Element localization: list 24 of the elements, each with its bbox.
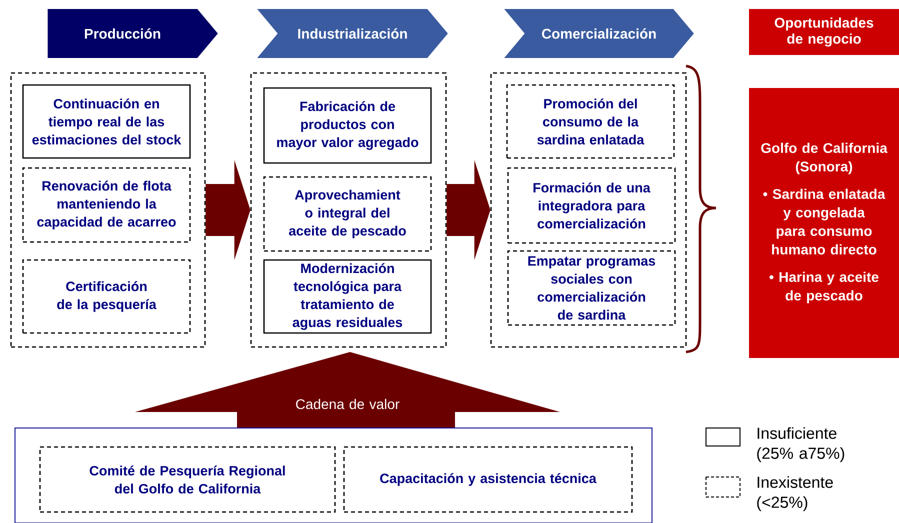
block-arrow bbox=[206, 160, 250, 260]
process-box: Aprovechamient o integral del aceite de pescado bbox=[263, 176, 432, 252]
process-box: Capacitación y asistencia técnica bbox=[343, 446, 633, 513]
header-box: Oportunidades de negocio bbox=[749, 9, 899, 55]
block-arrow bbox=[446, 160, 490, 260]
process-box: Fabricación de productos con mayor valor agregado bbox=[263, 87, 432, 164]
column-box bbox=[250, 72, 447, 348]
phase-banner: Comercialización bbox=[504, 9, 694, 58]
legend-label: Insuficiente (25% a75%) bbox=[757, 427, 844, 462]
process-box: Renovación de flota manteniendo la capacidad de acarreo bbox=[22, 167, 191, 243]
phase-banner: Industrialización bbox=[257, 9, 448, 58]
opportunity-box: Golfo de California (Sonora) • Sardina enlatada y congelada para consumo humano directo • Harina y aceite de pescado bbox=[749, 88, 899, 358]
legend-label: Inexistente (<25%) bbox=[757, 476, 833, 512]
process-box: Continuación en tiempo real de las estimaciones del stock bbox=[22, 84, 191, 159]
process-box: Formación de una integradora para comercialización bbox=[507, 167, 676, 244]
process-box: Promoción del consumo de la sardina enlatada bbox=[506, 84, 675, 159]
process-box: Modernización tecnológica para tratamiento de aguas residuales bbox=[263, 259, 432, 334]
column-box bbox=[10, 72, 206, 348]
process-box: Comité de Pesquería Regional del Golfo de California bbox=[39, 446, 336, 513]
phase-banner: Producción bbox=[48, 9, 218, 58]
column-box bbox=[490, 72, 687, 348]
process-box: Empatar programas sociales con comercialización de sardina bbox=[507, 250, 676, 326]
support-box bbox=[14, 428, 652, 523]
process-box: Certificación de la pesquería bbox=[22, 259, 191, 334]
